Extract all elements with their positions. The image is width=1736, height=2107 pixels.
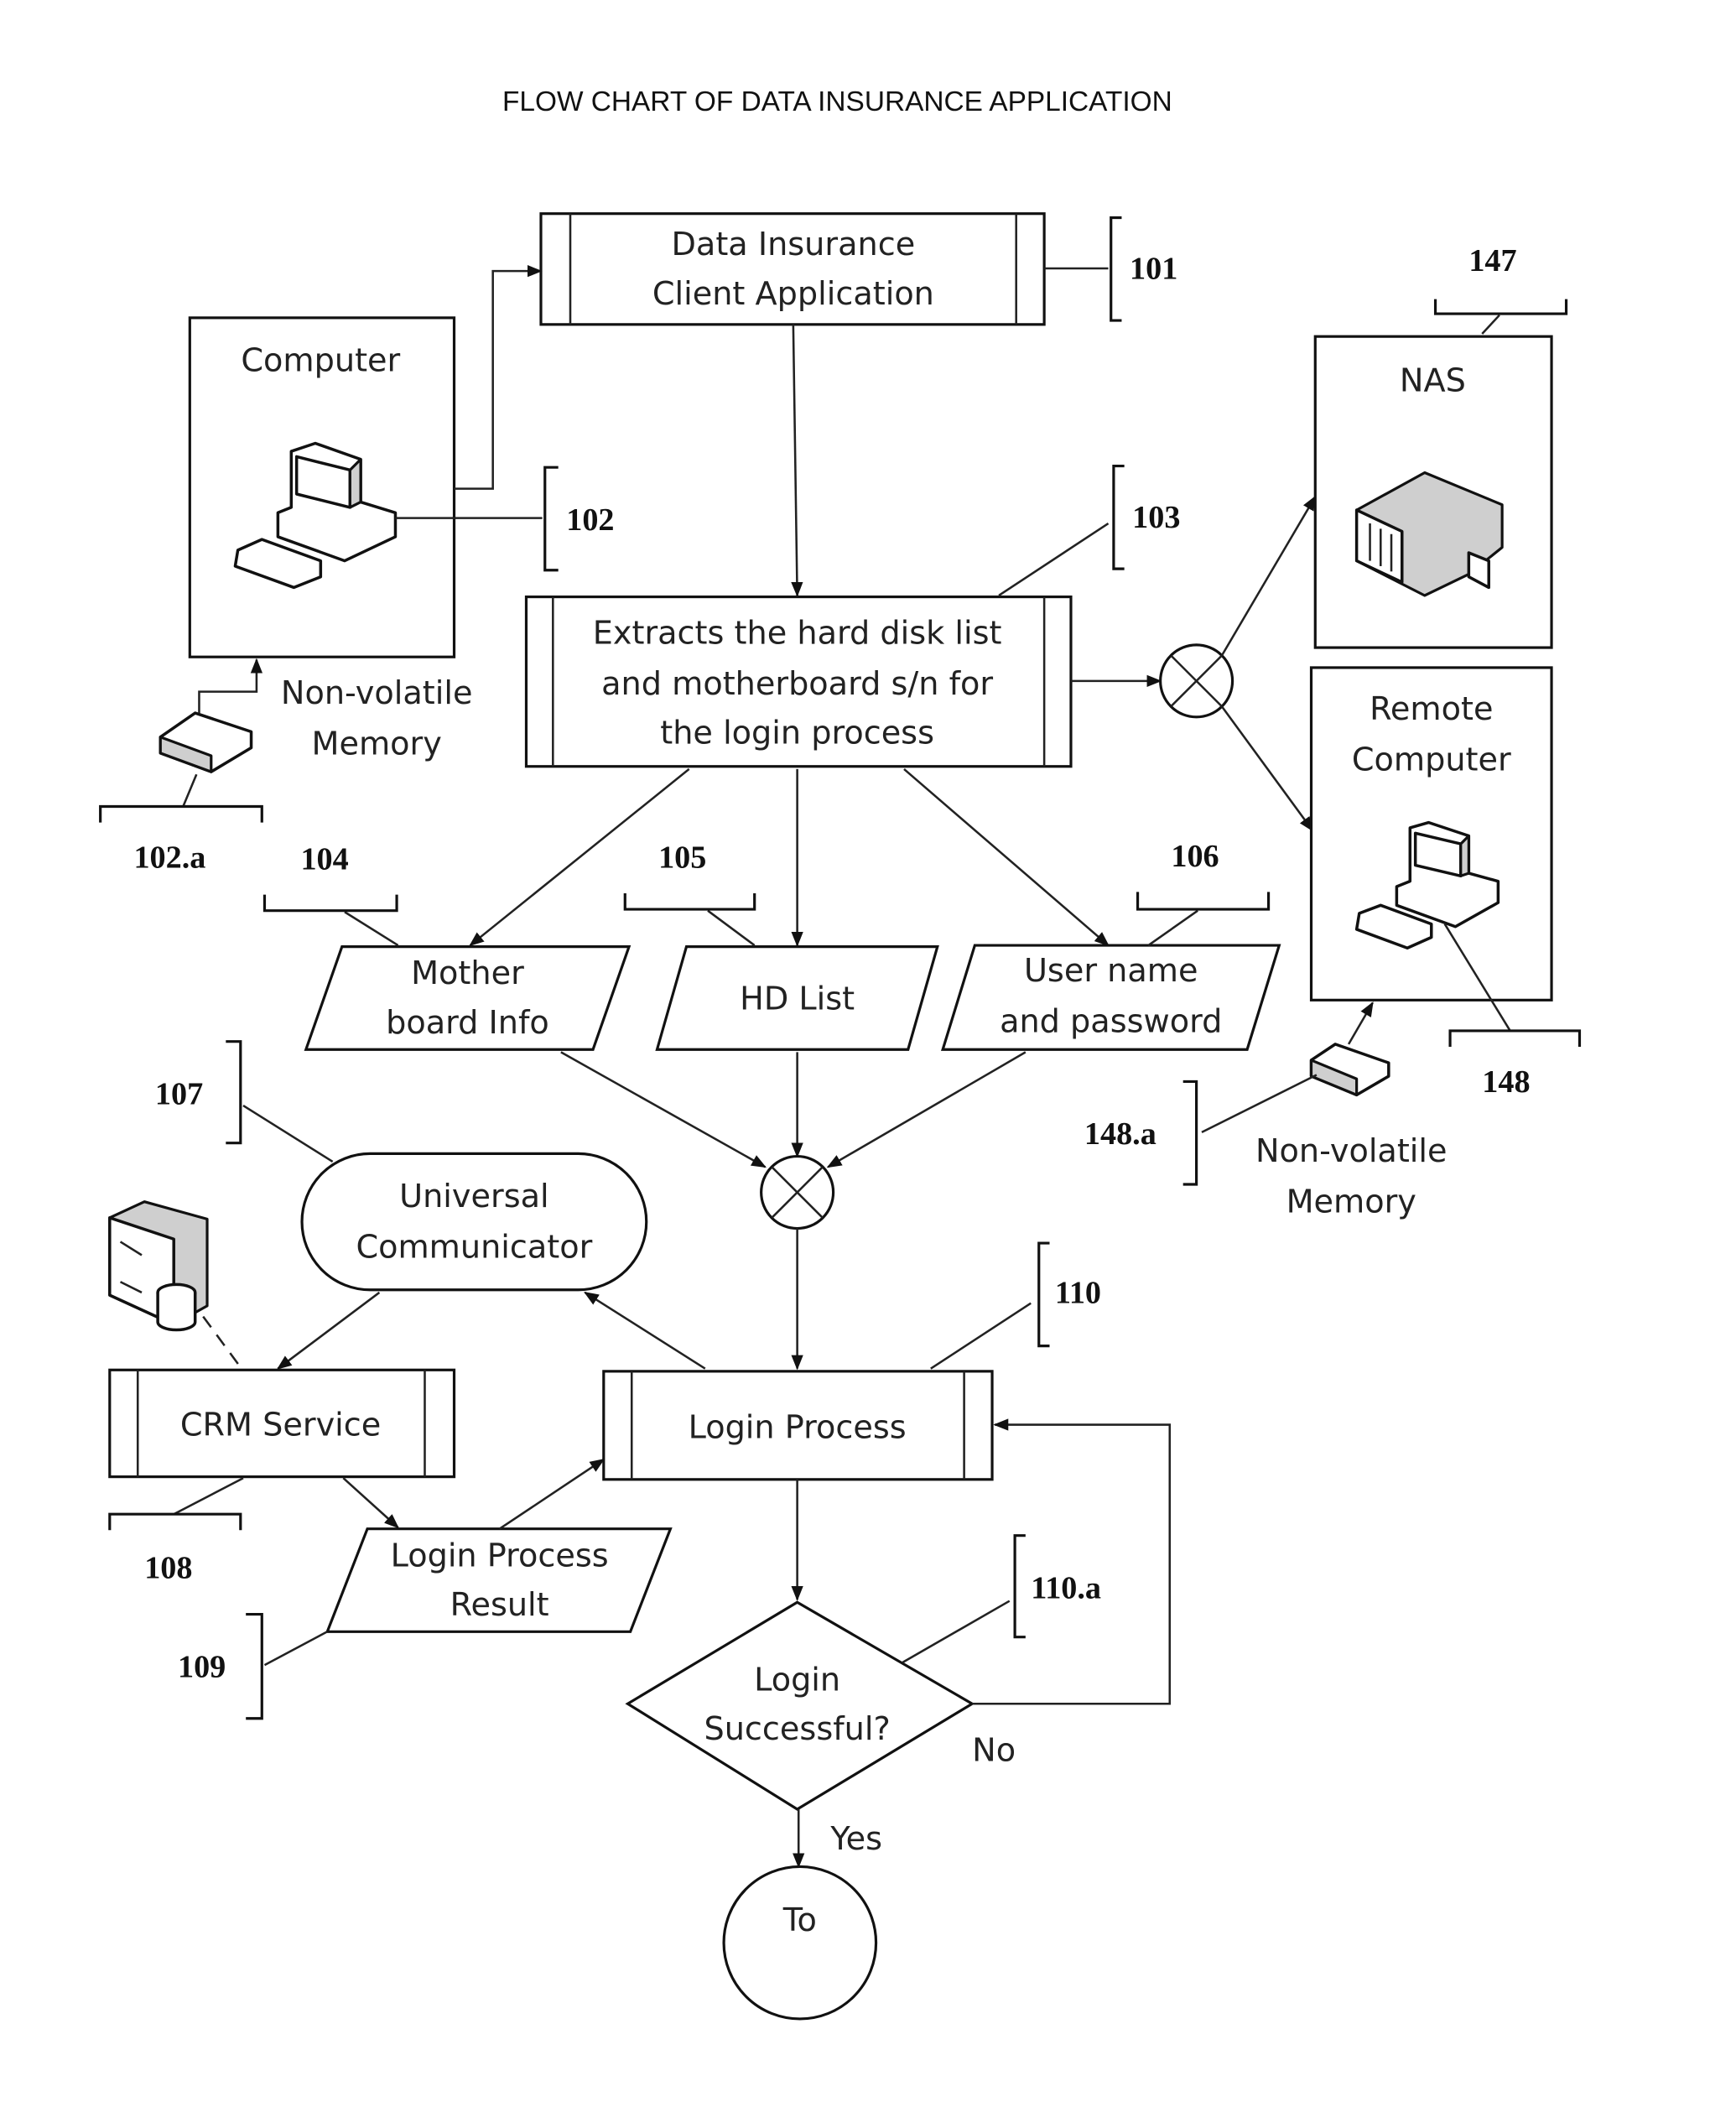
computer-label: Computer [241, 343, 400, 380]
ref-bracket-107 [226, 1042, 241, 1143]
extract-line1: Extracts the hard disk list [593, 615, 1002, 652]
ref-105: 105 [658, 840, 706, 876]
storage-drive-icon [160, 713, 251, 772]
ref-bracket-147 [1436, 299, 1567, 315]
motherboard-info-line2: board Info [386, 1005, 549, 1042]
chart-title: FLOW CHART OF DATA INSURANCE APPLICATION [502, 86, 1172, 117]
remote-memory-line1: Non-volatile [1255, 1133, 1448, 1170]
ref-bracket-104 [264, 895, 397, 911]
ref-bracket-110 [1039, 1243, 1050, 1346]
client-application-node: Data Insurance Client Application [541, 214, 1044, 325]
extract-line3: the login process [660, 715, 934, 752]
ref-bracket-110a [1015, 1536, 1026, 1637]
crm-service-node: CRM Service [110, 1370, 455, 1476]
extract-node: Extracts the hard disk list and motherbo… [526, 597, 1070, 767]
off-page-connector: To [724, 1866, 876, 2018]
client-application-line1: Data Insurance [672, 226, 916, 263]
computer-memory-node: Non-volatile Memory [160, 675, 472, 772]
ref-102a: 102.a [133, 840, 205, 876]
credentials-line1: User name [1024, 953, 1198, 990]
hd-list-label: HD List [740, 981, 855, 1017]
crm-service-label: CRM Service [180, 1407, 381, 1444]
ref-108: 108 [144, 1551, 192, 1586]
ref-109: 109 [178, 1649, 226, 1684]
hd-list-node: HD List [657, 947, 937, 1050]
computer-memory-line2: Memory [312, 726, 442, 762]
login-result-node: Login Process Result [327, 1529, 670, 1632]
ref-bracket-102 [545, 467, 559, 570]
ref-110a: 110.a [1031, 1570, 1101, 1605]
ref-bracket-109 [246, 1615, 262, 1719]
remote-memory-node: Non-volatile Memory [1255, 1044, 1448, 1221]
credentials-node: User name and password [943, 945, 1279, 1049]
ref-102: 102 [566, 502, 614, 538]
nas-label: NAS [1400, 362, 1466, 399]
ref-104: 104 [300, 841, 348, 877]
no-branch-label: No [972, 1733, 1016, 1770]
ref-bracket-102a [101, 807, 262, 823]
remote-storage-drive-icon [1312, 1044, 1389, 1095]
or-junction-middle [761, 1157, 834, 1229]
login-process-node: Login Process [604, 1371, 992, 1480]
ref-107: 107 [155, 1076, 203, 1111]
ref-106: 106 [1171, 839, 1219, 874]
remote-computer-line2: Computer [1352, 742, 1511, 779]
ref-101: 101 [1130, 252, 1177, 287]
ref-148a: 148.a [1084, 1116, 1156, 1152]
ref-103: 103 [1132, 500, 1180, 535]
nas-node: NAS [1315, 336, 1551, 648]
login-decision-node: Login Successful? [627, 1602, 972, 1809]
login-process-label: Login Process [689, 1409, 907, 1446]
yes-branch-label: Yes [829, 1821, 882, 1858]
remote-computer-line1: Remote [1370, 691, 1493, 728]
ref-bracket-106 [1138, 892, 1269, 909]
ref-bracket-105 [625, 893, 754, 909]
universal-communicator-line2: Communicator [356, 1230, 592, 1267]
remote-memory-line2: Memory [1286, 1184, 1416, 1220]
credentials-line2: and password [1000, 1004, 1222, 1041]
extract-line2: and motherboard s/n for [601, 666, 993, 703]
universal-communicator-node: Universal Communicator [302, 1153, 647, 1289]
ref-147: 147 [1468, 243, 1516, 278]
ref-bracket-148a [1183, 1081, 1197, 1184]
motherboard-info-node: Mother board Info [306, 947, 629, 1050]
decision-line2: Successful? [704, 1711, 891, 1748]
or-junction-top [1161, 645, 1233, 717]
universal-communicator-line1: Universal [399, 1178, 548, 1215]
ref-bracket-103 [1114, 466, 1125, 570]
motherboard-info-line1: Mother [411, 955, 524, 992]
ref-110: 110 [1055, 1276, 1101, 1311]
database-server-icon [110, 1202, 207, 1330]
computer-memory-line1: Non-volatile [281, 675, 473, 712]
ref-bracket-148 [1450, 1031, 1579, 1047]
client-application-line2: Client Application [652, 276, 934, 313]
ref-bracket-108 [110, 1514, 241, 1530]
computer-node: Computer [190, 318, 454, 657]
login-result-line2: Result [450, 1587, 549, 1624]
ref-bracket-101 [1111, 217, 1122, 320]
decision-line1: Login [754, 1662, 840, 1699]
connector-label: To [782, 1902, 817, 1939]
login-result-line1: Login Process [391, 1537, 609, 1574]
remote-computer-node: Remote Computer [1312, 668, 1552, 1000]
ref-148: 148 [1482, 1064, 1530, 1100]
